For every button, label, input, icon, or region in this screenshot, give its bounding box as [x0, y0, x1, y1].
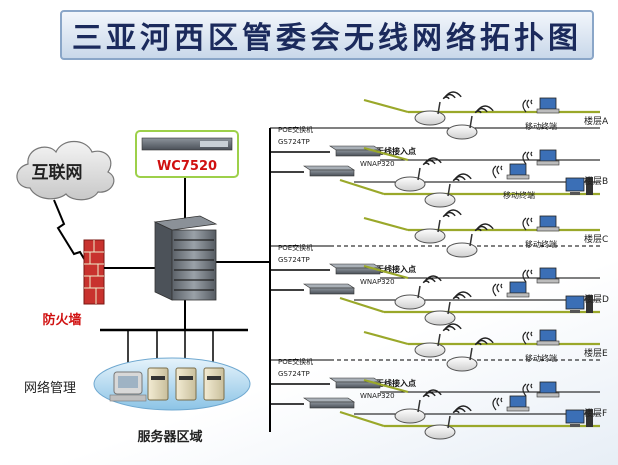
switch-title: POE交换机 [278, 125, 313, 134]
mgmt-label: 网络管理 [24, 380, 76, 396]
terminal-label: 移动终端 [525, 121, 557, 131]
floor-diagonal [363, 264, 409, 280]
laptop-icon [522, 267, 560, 284]
floor-label: 楼层A [584, 115, 609, 127]
firewall-label: 防火墙 [42, 312, 81, 328]
server-icon [203, 367, 225, 401]
internet-cloud: 互联网 [16, 140, 115, 201]
switch-title: POE交换机 [278, 243, 313, 252]
floor-diagonal [339, 410, 385, 428]
ap-title: 楼层无线接入点 [360, 264, 416, 274]
laptop-icon [492, 163, 530, 180]
firewall-icon [83, 239, 105, 305]
laptop-icon [522, 381, 560, 398]
laptop-icon [522, 97, 560, 114]
floor-diagonal [339, 296, 385, 314]
poe-switch-icon [303, 165, 355, 177]
floor-diagonal [363, 216, 409, 232]
controller-box: WC7520 [135, 130, 239, 178]
ap-model: WNAP320 [360, 278, 395, 286]
ap-title: 楼层无线接入点 [360, 378, 416, 388]
server-icon [147, 367, 169, 401]
ap-icon [414, 323, 462, 358]
ap-icon [446, 337, 494, 372]
floor-diagonal [363, 330, 409, 346]
internet-link [53, 199, 87, 263]
desktop-icon [565, 177, 593, 195]
laptop-icon [522, 149, 560, 166]
page-title: 三亚河西区管委会无线网络拓扑图 [72, 21, 582, 56]
ap-model: WNAP320 [360, 392, 395, 400]
laptop-icon [492, 281, 530, 298]
ap-icon [414, 209, 462, 244]
ap-icon [414, 91, 462, 126]
terminal-label: 移动终端 [525, 353, 557, 363]
ap-icon [446, 223, 494, 258]
ap-title: 楼层无线接入点 [360, 146, 416, 156]
switch-model: GS724TP [278, 256, 310, 264]
floor-label: 楼层C [584, 233, 608, 245]
terminal-label: 移动终端 [525, 239, 557, 249]
floor-label: 楼层D [584, 293, 609, 305]
server-icon [175, 367, 197, 401]
switch-model: GS724TP [278, 138, 310, 146]
desktop-icon [565, 295, 593, 313]
poe-switch-icon [303, 397, 355, 409]
ap-model: WNAP320 [360, 160, 395, 168]
mgmt-pc-icon [109, 371, 147, 402]
ap-icon [394, 389, 442, 424]
ap-icon [446, 105, 494, 140]
laptop-icon [522, 215, 560, 232]
floor-diagonal [339, 178, 385, 196]
ap-icon [394, 157, 442, 192]
ap-icon [424, 405, 472, 440]
core-switch-icon [153, 215, 218, 301]
floor-label: 楼层B [584, 175, 608, 187]
poe-switch-icon [303, 283, 355, 295]
switch-model: GS724TP [278, 370, 310, 378]
ap-icon [424, 291, 472, 326]
desktop-icon [565, 409, 593, 427]
ap-icon [424, 173, 472, 208]
ap-icon [394, 275, 442, 310]
floor-diagonal [363, 98, 409, 114]
floor-diagonal [363, 378, 409, 394]
laptop-icon [492, 395, 530, 412]
title-banner: 三亚河西区管委会无线网络拓扑图 [60, 10, 594, 60]
floor-label: 楼层E [584, 347, 608, 359]
terminal-label: 移动终端 [503, 190, 535, 200]
laptop-icon [522, 329, 560, 346]
floor-label: 楼层F [584, 407, 607, 419]
internet-label: 互联网 [32, 163, 83, 183]
switch-title: POE交换机 [278, 357, 313, 366]
server-area-label: 服务器区域 [137, 429, 202, 445]
floor-diagonal [363, 146, 409, 162]
controller-label: WC7520 [157, 159, 217, 174]
